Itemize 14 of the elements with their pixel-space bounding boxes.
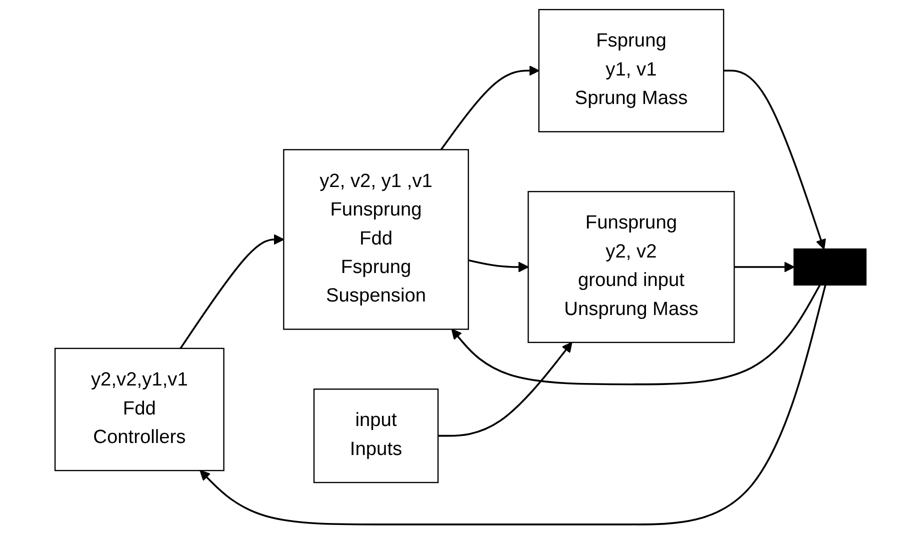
arrow (468, 259, 529, 272)
node-bar (794, 248, 867, 286)
arrow (724, 70, 826, 250)
arrow (734, 262, 795, 272)
arrow (180, 234, 284, 349)
node-box: Fsprung y1, v1 Sprung Mass (538, 8, 724, 132)
node-box: Funsprung y2, v2 ground input Unsprung Mass (528, 190, 735, 344)
arrow (200, 284, 826, 526)
arrow (451, 284, 821, 386)
node-box: y2,v2,y1,v1 Fdd Controllers (54, 348, 224, 472)
node-box: y2, v2, y1 ,v1 Funsprung Fdd Fsprung Suspension (283, 149, 469, 330)
node-box: input Inputs (313, 388, 439, 484)
arrow (440, 65, 540, 150)
arrow (438, 342, 572, 437)
